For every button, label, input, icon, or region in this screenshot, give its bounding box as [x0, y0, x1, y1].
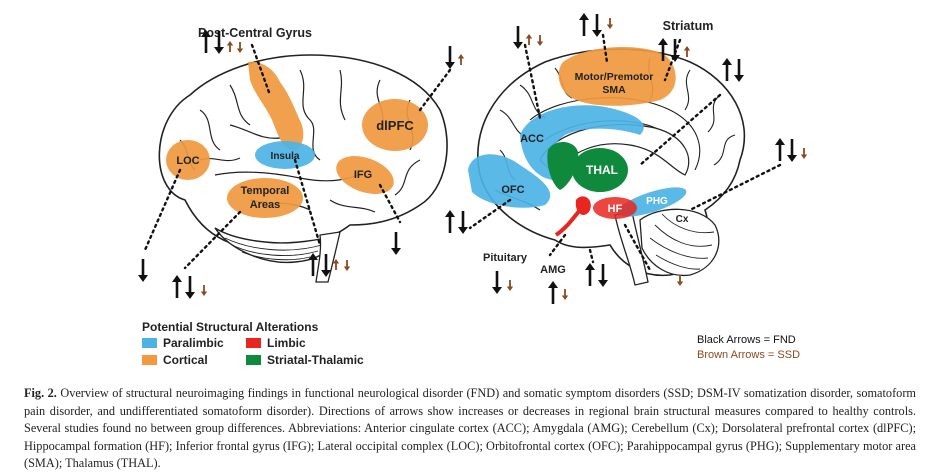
figure-panel: Post-Central Gyrus LOC Insula Temporal A…: [136, 11, 809, 367]
post-central-gyrus-region: [248, 61, 304, 150]
pituitary-label: Pituitary: [483, 252, 528, 264]
ofc-leader: [468, 198, 512, 230]
brainstem-lateral: [315, 231, 341, 283]
ofc-label: OFC: [501, 184, 524, 196]
cerebellum-medial: [639, 208, 720, 277]
ofc-region: [468, 154, 551, 208]
legend-swatch-cortical: [142, 355, 157, 365]
cx-down-fnd-arrow: [785, 137, 799, 164]
caption-label: Fig. 2.: [24, 386, 57, 400]
striatum-label: Striatum: [663, 19, 714, 33]
acc-label: ACC: [520, 133, 544, 145]
legend-swatch-striatal: [246, 355, 261, 365]
thalamus-region: [572, 148, 628, 192]
loc-down-fnd-arrow: [136, 257, 150, 284]
acc-up-ssd-arrow: [524, 33, 534, 46]
legend: Potential Structural Alterations Paralim…: [142, 320, 364, 367]
legend-label-limbic: Limbic: [267, 336, 306, 350]
legend-label-paralimbic: Paralimbic: [163, 336, 224, 350]
temporal-down-fnd-arrow: [183, 274, 197, 301]
thal-label: THAL: [586, 163, 618, 177]
key-brown-arrows: Brown Arrows = SSD: [697, 349, 800, 361]
acc-leader: [523, 43, 542, 120]
figure-caption: Fig. 2. Overview of structural neuroimag…: [24, 385, 916, 473]
pituitary-leader: [548, 233, 567, 257]
arrow-key: Black Arrows = FND Brown Arrows = SSD: [697, 334, 800, 361]
pituitary-stalk: [554, 208, 582, 237]
acc-down-fnd-arrow: [511, 24, 525, 51]
dlpfc-leader: [418, 68, 452, 112]
ifg-leader: [378, 183, 402, 224]
motor-label-line1: Motor/Premotor: [575, 71, 654, 83]
amg-down-ssd-arrow: [560, 288, 570, 301]
phg-down-ssd-arrow: [675, 274, 685, 287]
post-central-down-ssd-arrow: [235, 41, 245, 54]
acc-region: [520, 105, 644, 180]
medial-brain: Striatum Motor/Premotor SMA ACC OFC THAL…: [443, 11, 809, 306]
temporal-areas-region: [227, 178, 303, 218]
hf-region: [593, 197, 637, 219]
loc-leader: [143, 168, 182, 252]
loc-region: [166, 140, 210, 180]
ofc-down-fnd-arrow: [456, 209, 470, 236]
hf-label: HF: [608, 203, 623, 215]
hf-leader: [623, 223, 652, 272]
legend-swatch-paralimbic: [142, 338, 157, 348]
dlpfc-label: dlPFC: [376, 118, 414, 133]
hf-up-fnd-arrow: [583, 261, 597, 288]
insula-region: [255, 141, 315, 169]
motor-down-ssd-arrow: [605, 17, 615, 30]
key-black-arrows: Black Arrows = FND: [697, 334, 796, 346]
dlpfc-region: [362, 99, 428, 151]
striatum-up-ssd-arrow: [682, 45, 692, 58]
pituitary-down-fnd-arrow: [490, 269, 504, 296]
amg-leader: [588, 248, 595, 264]
cx-up-fnd-arrow: [773, 136, 787, 163]
motor-label-line2: SMA: [602, 84, 626, 96]
acc-down-ssd-arrow: [535, 34, 545, 47]
cx-leader: [688, 163, 782, 212]
loc-label: LOC: [176, 155, 199, 167]
lateral-brain: Post-Central Gyrus LOC Insula Temporal A…: [136, 26, 466, 301]
dlpfc-up-ssd-arrow: [456, 53, 466, 66]
temporal-label-line1: Temporal: [241, 185, 290, 197]
post-central-leader: [250, 43, 272, 97]
striatum-region: [547, 141, 579, 190]
motor-premotor-sma-region: [558, 46, 676, 106]
legend-label-cortical: Cortical: [163, 353, 208, 367]
thal-up-fnd-arrow: [720, 56, 734, 83]
motor-leader: [601, 33, 609, 64]
insula-label: Insula: [271, 151, 300, 162]
amg-label: AMG: [540, 264, 566, 276]
temporal-up-fnd-arrow: [170, 273, 184, 300]
legend-swatch-limbic: [246, 338, 261, 348]
insula-leader: [293, 158, 322, 247]
pituitary-down-ssd-arrow: [505, 279, 515, 292]
caption-text: Overview of structural neuroimaging find…: [24, 386, 916, 470]
thal-leader: [638, 93, 722, 167]
ofc-up-fnd-arrow: [443, 208, 457, 235]
cx-label: Cx: [676, 214, 689, 225]
phg-label: PHG: [646, 196, 668, 207]
motor-up-fnd-arrow: [577, 11, 591, 38]
ifg-down-fnd-arrow: [389, 230, 403, 257]
insula-down-ssd-arrow: [342, 259, 352, 272]
ifg-label: IFG: [354, 169, 372, 181]
brainstem-medial: [614, 211, 649, 286]
legend-label-striatal: Striatal-Thalamic: [267, 353, 364, 367]
post-central-up-ssd-arrow: [225, 40, 235, 53]
thal-down-fnd-arrow: [732, 57, 746, 84]
temporal-down-ssd-arrow: [199, 284, 209, 297]
temporal-leader: [183, 210, 242, 270]
dlpfc-down-fnd-arrow: [443, 44, 457, 71]
temporal-label-line2: Areas: [250, 199, 281, 211]
legend-title: Potential Structural Alterations: [142, 320, 319, 334]
post-central-gyrus-label: Post-Central Gyrus: [198, 26, 312, 40]
hf-down-fnd-arrow: [596, 262, 610, 289]
cx-down-ssd-arrow: [799, 147, 809, 160]
motor-down-fnd-arrow: [590, 12, 604, 39]
striatum-leader: [663, 38, 682, 82]
amg-up-fnd-arrow: [546, 279, 560, 306]
brain-figure: Post-Central Gyrus LOC Insula Temporal A…: [136, 11, 809, 367]
